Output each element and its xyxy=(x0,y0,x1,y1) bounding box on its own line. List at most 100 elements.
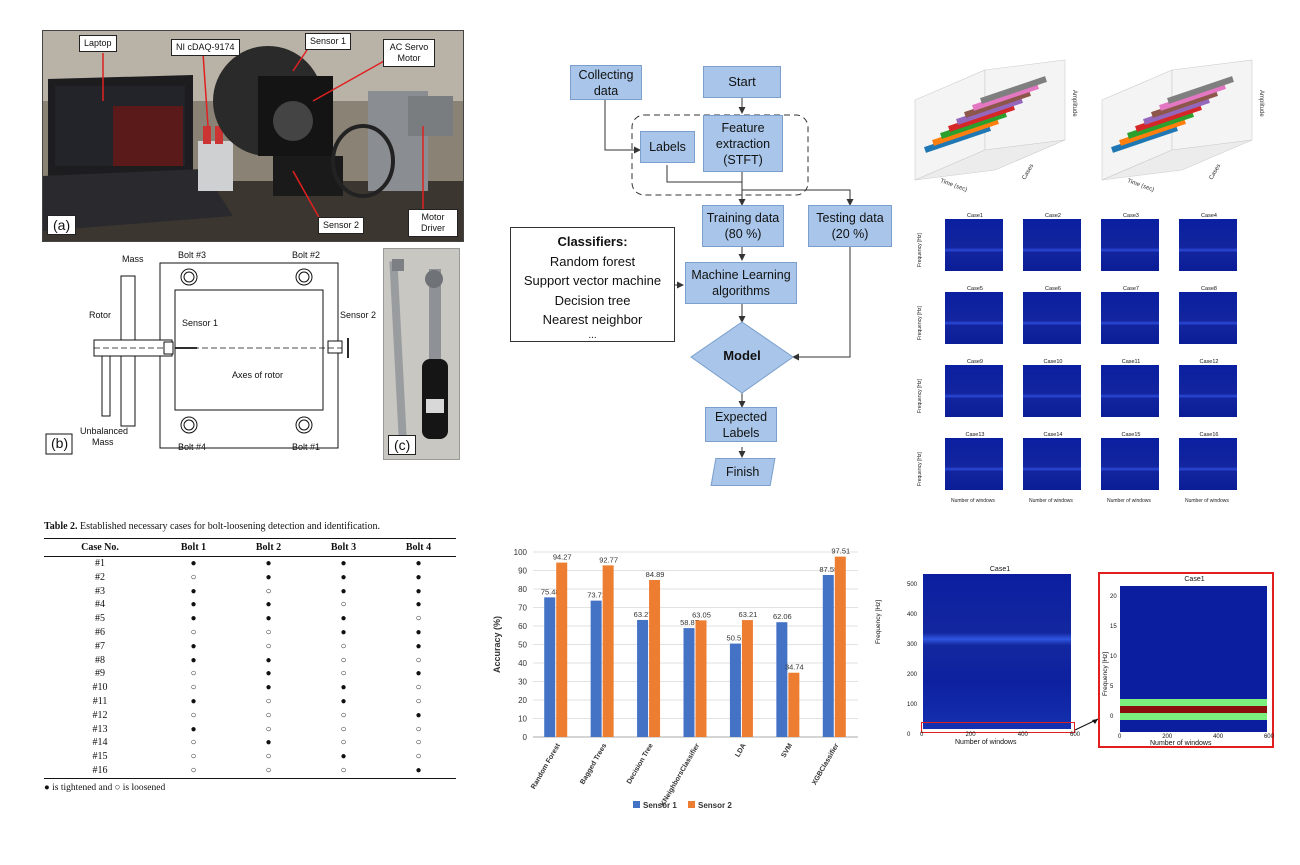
label-sensor1: Sensor 1 xyxy=(182,318,218,328)
xtick: 200 xyxy=(1162,734,1173,740)
spectro-grid-cell xyxy=(1179,219,1237,271)
bolt-state-cell: ○ xyxy=(265,640,272,652)
bar-sensor-2 xyxy=(556,562,568,737)
bar-value-label: 50.51 xyxy=(727,634,746,643)
table-row: #13●○○○ xyxy=(44,723,456,737)
waterfall-plot-right: Time (sec) Cases Amplitude xyxy=(1101,59,1264,193)
bolt-state-cell: ○ xyxy=(306,763,381,779)
case-number-cell: #9 xyxy=(95,668,106,680)
spectro-grid-title: Case2 xyxy=(1045,213,1061,219)
bolt-state-cell: ○ xyxy=(415,751,422,763)
callout-sensor2: Sensor 2 xyxy=(318,217,365,234)
bolt-state-cell: ○ xyxy=(190,709,197,721)
callout-sensor1: Sensor 1 xyxy=(305,33,352,50)
table-header-cell: Case No. xyxy=(44,538,157,557)
spectro-grid-title: Case1 xyxy=(967,213,983,219)
bar-value-label: 63.27 xyxy=(634,610,653,619)
spectro-grid-cell xyxy=(1101,219,1159,271)
bolt-state-cell: ● xyxy=(415,558,422,569)
bar-value-label: 75.48 xyxy=(541,587,560,596)
waterfall-plot-left: Time (sec) Cases Amplitude xyxy=(914,59,1077,193)
bolt-state-cell: ● xyxy=(265,613,272,625)
table-header-cell: Bolt 3 xyxy=(306,538,381,557)
table-caption: Table 2. Established necessary cases for… xyxy=(44,521,459,532)
label-rotor: Rotor xyxy=(89,310,111,320)
classifier-item: Support vector machine xyxy=(523,273,662,288)
y-tick-label: 10 xyxy=(518,715,527,724)
bolt-state-cell: ● xyxy=(340,682,347,694)
table-caption-label: Table 2. xyxy=(44,521,78,532)
case-number-cell: #11 xyxy=(92,695,108,707)
torque-wrench-illustration xyxy=(389,259,448,447)
classifier-item: Random forest xyxy=(549,253,636,269)
table-row: #12○○○● xyxy=(44,709,456,723)
case-number-cell: #12 xyxy=(92,709,108,721)
experimental-setup-photo: Laptop NI cDAQ-9174 Sensor 1 AC Servo Mo… xyxy=(42,30,464,242)
spectro-grid-title: Case9 xyxy=(967,359,983,365)
case-number-cell: #7 xyxy=(95,640,106,652)
y-tick-label: 60 xyxy=(518,622,527,631)
bolt-state-cell: ○ xyxy=(415,654,422,666)
waterfall-right-ylabel: Amplitude xyxy=(1258,90,1264,117)
classifiers-title: Classifiers: xyxy=(557,234,628,249)
spectro-grid-cell xyxy=(1179,365,1237,417)
case-number-cell: #10 xyxy=(92,682,108,694)
table-row: #15○○●○ xyxy=(44,750,456,764)
xtick: 0 xyxy=(1118,734,1122,740)
category-label: Bagged Trees xyxy=(579,742,608,785)
bar-sensor-1 xyxy=(683,628,695,737)
bar-value-label: 63.05 xyxy=(692,610,711,619)
xtick: 400 xyxy=(1213,734,1224,740)
flow-training-data: Training data (80 %) xyxy=(702,205,784,247)
spectro-grid-title: Case7 xyxy=(1123,286,1139,292)
spectro-grid-cell xyxy=(1101,292,1159,344)
bolt-state-cell: ○ xyxy=(190,682,197,694)
waterfall-right-xlabel: Time (sec) xyxy=(1126,178,1154,193)
bolt-state-cell: ○ xyxy=(156,763,232,779)
bolt-state-cell: ● xyxy=(265,737,272,749)
bar-sensor-2 xyxy=(834,556,846,737)
bar-sensor-2 xyxy=(741,620,753,737)
bolt-state-cell: ○ xyxy=(340,599,347,611)
bolt-state-cell: ● xyxy=(190,558,197,569)
bolt-state-cell: ● xyxy=(340,626,347,638)
bolt-state-cell: ○ xyxy=(415,613,422,625)
ytick: 0 xyxy=(1110,714,1114,720)
panel-tag-c: (c) xyxy=(388,435,417,455)
label-unbalanced: Unbalanced xyxy=(80,426,128,436)
spectro-grid-title: Case11 xyxy=(1121,359,1141,365)
spectro-grid-cell xyxy=(1101,438,1159,490)
classifier-item: ... xyxy=(588,329,597,341)
y-tick-label: 40 xyxy=(518,659,527,668)
bolt-state-cell: ● xyxy=(340,571,347,583)
bar-value-label: 63.21 xyxy=(739,610,758,619)
bolt-state-cell: ○ xyxy=(265,709,272,721)
bar-value-label: 97.51 xyxy=(831,547,850,556)
y-tick-label: 30 xyxy=(518,678,527,687)
spectro-right-ylabel: Frequency [Hz] xyxy=(1102,651,1109,696)
flow-feature-extraction: Feature extraction (STFT) xyxy=(703,115,783,172)
bar-value-label: 87.59 xyxy=(819,565,838,574)
ytick: 100 xyxy=(907,702,918,708)
spectro-grid-title: Case6 xyxy=(1045,286,1061,292)
category-label: SVM xyxy=(780,742,794,759)
bar-sensor-1 xyxy=(544,597,556,737)
case-number-cell: #8 xyxy=(95,654,106,666)
bolt-state-cell: ● xyxy=(415,626,422,638)
case-number-cell: #5 xyxy=(95,613,106,625)
spectro-grid-title: Case13 xyxy=(965,432,985,438)
spectro-grid-title: Case16 xyxy=(1199,432,1219,438)
bolt-schematic: Mass Rotor Unbalanced Mass Sensor 1 Sens… xyxy=(45,250,376,455)
bolt-state-cell: ○ xyxy=(265,626,272,638)
table-row: #6○○●● xyxy=(44,626,456,640)
waterfall-right-zlabel: Cases xyxy=(1209,163,1223,181)
label-bolt1: Bolt #1 xyxy=(292,442,320,452)
spectro-grid-title: Case14 xyxy=(1043,432,1063,438)
spectro-grid-cell xyxy=(1023,438,1081,490)
case-number-cell: #6 xyxy=(95,626,106,638)
panel-tag-b: (b) xyxy=(51,435,68,451)
bolt-state-cell: ● xyxy=(190,723,197,735)
spectro-grid-title: Case10 xyxy=(1043,359,1063,365)
